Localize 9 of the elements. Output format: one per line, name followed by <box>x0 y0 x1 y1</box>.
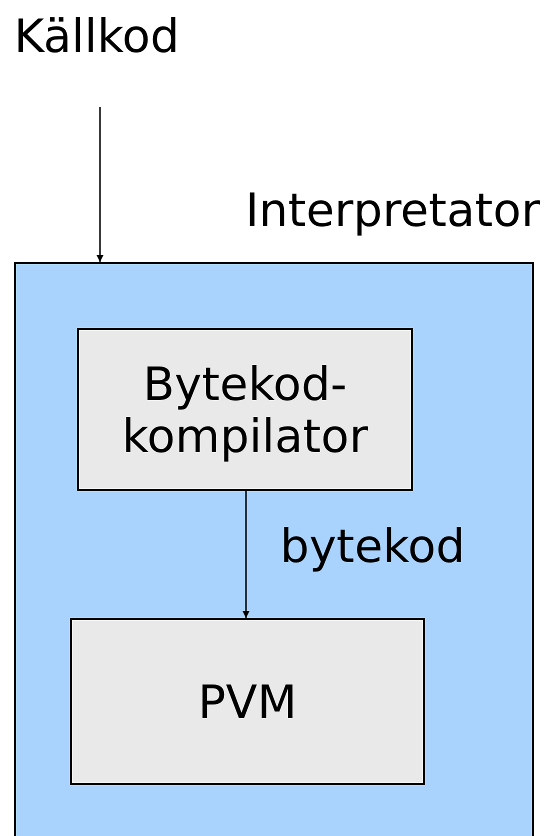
arrow <box>96 107 104 262</box>
source-label: Källkod <box>14 8 180 64</box>
box-label: PVM <box>198 676 297 728</box>
process-box <box>77 328 413 491</box>
box-label: Bytekod-kompilator <box>121 358 369 462</box>
edge-label: bytekod <box>280 518 466 574</box>
box-heading: Interpretator <box>245 182 540 238</box>
arrow <box>242 491 250 618</box>
process-box <box>70 618 425 785</box>
